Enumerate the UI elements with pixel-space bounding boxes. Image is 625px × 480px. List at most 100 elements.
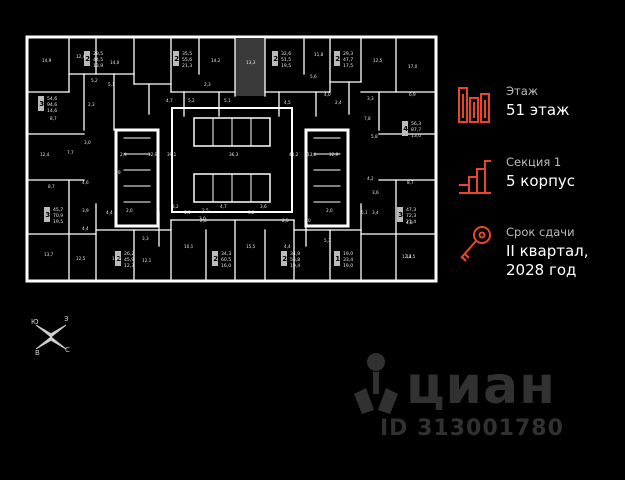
apartment-total-area: 70,9 (53, 213, 63, 219)
room-area-label: 12,9 (329, 152, 339, 157)
room-area-label: 4,2 (367, 176, 374, 181)
room-area-label: 7,7 (67, 150, 74, 155)
room-area-label: 2,0 (326, 208, 333, 213)
corridor (171, 107, 293, 213)
room-area-label: 5,3 (324, 238, 331, 243)
room-area-label: 3,3 (142, 236, 149, 241)
room-area-label: 4,4 (82, 226, 89, 231)
plan-walls (25, 35, 438, 283)
apartment-living-area: 34,9 (290, 251, 300, 257)
room-area-label: 5,8 (371, 134, 378, 139)
room-area-label: 3,4 (372, 210, 379, 215)
room-area-label: 2,3 (204, 82, 211, 87)
top-partitions (27, 37, 436, 131)
room-count-badge (84, 51, 90, 66)
room-count-badge (272, 51, 278, 66)
section-label: Секция 1 (506, 155, 562, 169)
room-area-label: 39,1 (167, 152, 177, 157)
room-count: 2 (116, 255, 121, 263)
room-count-badge (38, 96, 44, 111)
compass-label-s: С (65, 346, 70, 354)
room-count: 4 (403, 125, 408, 133)
deadline-label: Срок сдачи (506, 225, 575, 239)
room-area-label: 2,9 (114, 170, 121, 175)
room-area-label: 12,4 (402, 254, 412, 259)
room-area-label: 12,4 (76, 54, 86, 59)
deadline-value-line2: 2028 год (506, 261, 577, 279)
apartment-kitchen-area: 13,9 (93, 63, 103, 69)
room-area-label: 6,9 (409, 92, 416, 97)
room-count: 3 (45, 211, 50, 219)
room-area-label: 3,2 (172, 204, 179, 209)
apartment-kitchen-area: 21,4 (406, 219, 416, 225)
room-area-label: 40,2 (289, 152, 299, 157)
apartment-total-area: 33,4 (343, 257, 353, 263)
apartment-kitchen-area: 16,0 (221, 263, 231, 269)
core-right (304, 128, 350, 228)
room-area-label: 2,3 (88, 102, 95, 107)
room-area-label: 4,0 (324, 92, 331, 97)
room-area-label: 3,0 (199, 216, 206, 221)
room-area-label: 13,3 (246, 60, 256, 65)
watermark-brand: циан (406, 356, 556, 416)
apartment-living-area: 26,2 (124, 251, 134, 257)
room-area-label: 4,5 (284, 100, 291, 105)
apartment-total-area: 56,8 (290, 257, 300, 263)
deadline-value-line1: II квартал, (506, 242, 589, 260)
cian-watermark: циан ID 313001780 (344, 348, 594, 448)
room-area-label: 2,5 (202, 208, 209, 213)
apartment-kitchen-area: 19,0 (343, 263, 353, 269)
room-area-label: 2,6 (200, 218, 207, 223)
room-count-badge (334, 251, 340, 266)
room-area-label: 5,2 (91, 78, 98, 83)
floor-plan: 228,544,513,9235,555,621,3232,651,519,52… (25, 35, 438, 283)
apartment-total-area: 72,3 (406, 213, 416, 219)
room-count: 2 (213, 255, 218, 263)
room-count-badge (173, 51, 179, 66)
cian-logo-icon (354, 353, 398, 414)
room-area-label: 5,1 (224, 98, 231, 103)
room-area-label: 3,9 (82, 208, 89, 213)
apartment-total-area: 47,7 (343, 57, 353, 63)
building-icon (458, 87, 490, 123)
apartment-kitchen-area: 19,4 (290, 263, 300, 269)
room-area-label: 2,4 (335, 100, 342, 105)
apartment-living-area: 47,3 (406, 207, 416, 213)
room-area-label: 7,8 (364, 116, 371, 121)
room-area-label: 5,6 (310, 74, 317, 79)
watermark-id: ID 313001780 (380, 416, 564, 441)
apartment-total-area: 60,5 (221, 257, 231, 263)
room-area-label: 5,2 (248, 210, 255, 215)
apartment-total-area: 87,7 (411, 127, 421, 133)
room-area-label: 4,4 (284, 244, 291, 249)
room-count: 2 (273, 55, 278, 63)
compass-label-e: З (64, 315, 69, 323)
apartment-living-area: 29,3 (343, 51, 353, 57)
room-count: 2 (282, 255, 287, 263)
apartment-labels: 228,544,513,9235,555,621,3232,651,519,52… (38, 51, 421, 269)
room-area-label: 36,3 (229, 152, 239, 157)
apartment-total-area: 45,9 (124, 257, 134, 263)
room-area-label: 5,2 (188, 98, 195, 103)
room-count: 3 (398, 211, 403, 219)
apartment-living-area: 35,5 (182, 51, 192, 57)
core-left (114, 128, 160, 228)
room-area-label: 4,2 (406, 220, 413, 225)
room-area-label: 12,9 (148, 152, 158, 157)
room-area-label: 5,1 (108, 82, 115, 87)
apartment-kitchen-area: 19,5 (53, 219, 63, 225)
room-area-label: 5,1 (184, 210, 191, 215)
room-count-badge (397, 207, 403, 222)
room-count: 2 (85, 55, 90, 63)
key-icon (460, 226, 491, 262)
room-area-label: 3,6 (372, 190, 379, 195)
room-area-label: 15,5 (246, 244, 256, 249)
service-shaft (235, 38, 265, 96)
apartment-living-area: 34,3 (221, 251, 231, 257)
room-area-label: 2,9 (120, 152, 127, 157)
apartment-living-area: 19,0 (343, 251, 353, 257)
bottom-partitions (95, 211, 362, 281)
apartment-total-area: 51,5 (281, 57, 291, 63)
room-area-label: 14,9 (42, 58, 52, 63)
